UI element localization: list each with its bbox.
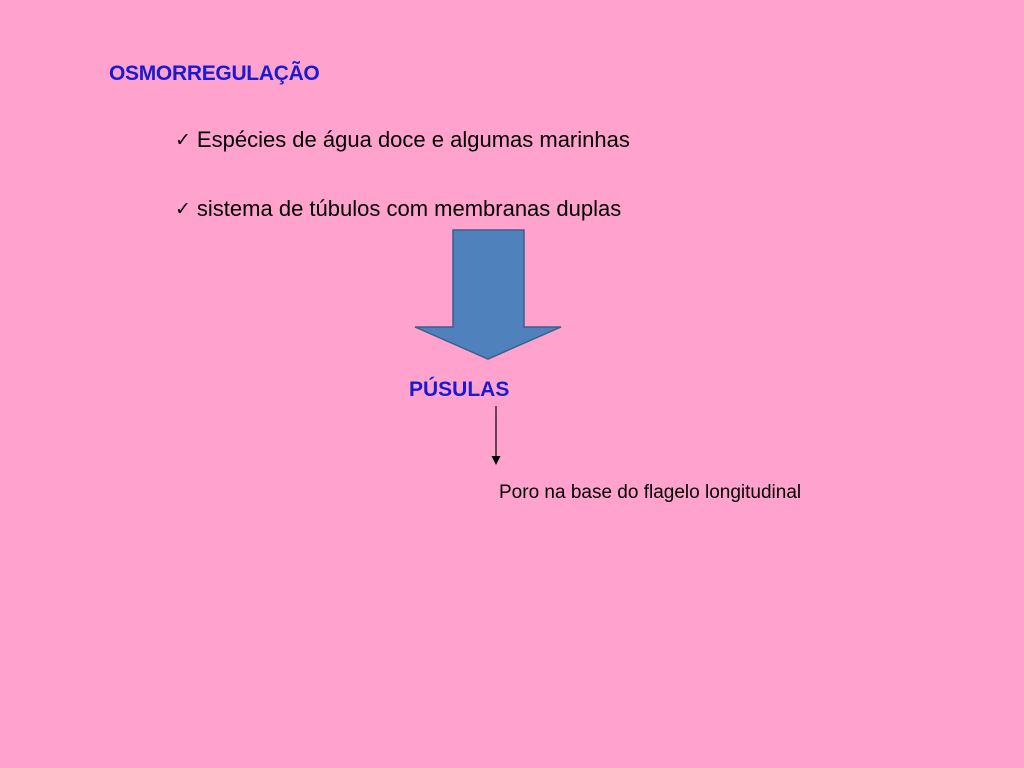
slide-title: OSMORREGULAÇÃO [109, 62, 320, 85]
bullet-item-1: ✓ Espécies de água doce e algumas marinh… [175, 127, 630, 153]
bullet-text-1: Espécies de água doce e algumas marinhas [196, 127, 630, 152]
pusulas-label: PÚSULAS [409, 378, 510, 401]
checkmark-icon: ✓ [175, 129, 191, 151]
connector-arrow-icon [491, 406, 501, 465]
bullet-text-2: sistema de túbulos com membranas duplas [196, 196, 622, 221]
checkmark-icon: ✓ [175, 198, 191, 220]
detail-text: Poro na base do flagelo longitudinal [499, 482, 802, 503]
bullet-item-2: ✓ sistema de túbulos com membranas dupla… [175, 196, 621, 222]
down-arrow-icon [414, 229, 562, 360]
